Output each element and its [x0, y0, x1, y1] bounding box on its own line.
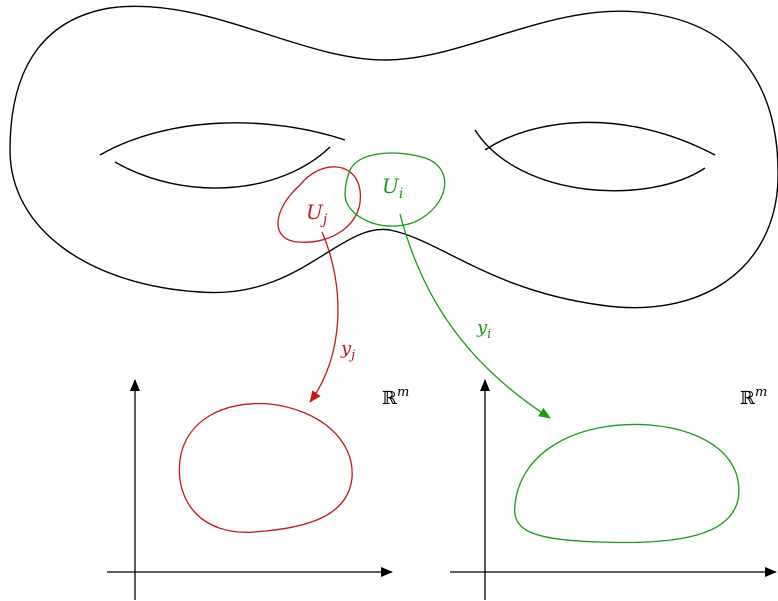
right-hole-lower [475, 130, 705, 191]
surface-outline [10, 6, 778, 307]
label-y-i: yi [476, 317, 491, 342]
label-y-j: yj [340, 338, 355, 363]
label-u-i: Ui [382, 174, 403, 202]
map-arrow-y-i [400, 214, 550, 418]
right-hole-upper [485, 122, 715, 155]
image-region-left [179, 403, 352, 532]
image-region-right [515, 424, 739, 542]
label-rm-right: ℝm [740, 385, 767, 409]
map-arrow-y-j [310, 232, 338, 402]
left-hole-lower [115, 147, 330, 188]
left-hole-upper [100, 123, 345, 155]
label-u-j: Uj [306, 200, 328, 228]
label-rm-left: ℝm [382, 385, 409, 409]
